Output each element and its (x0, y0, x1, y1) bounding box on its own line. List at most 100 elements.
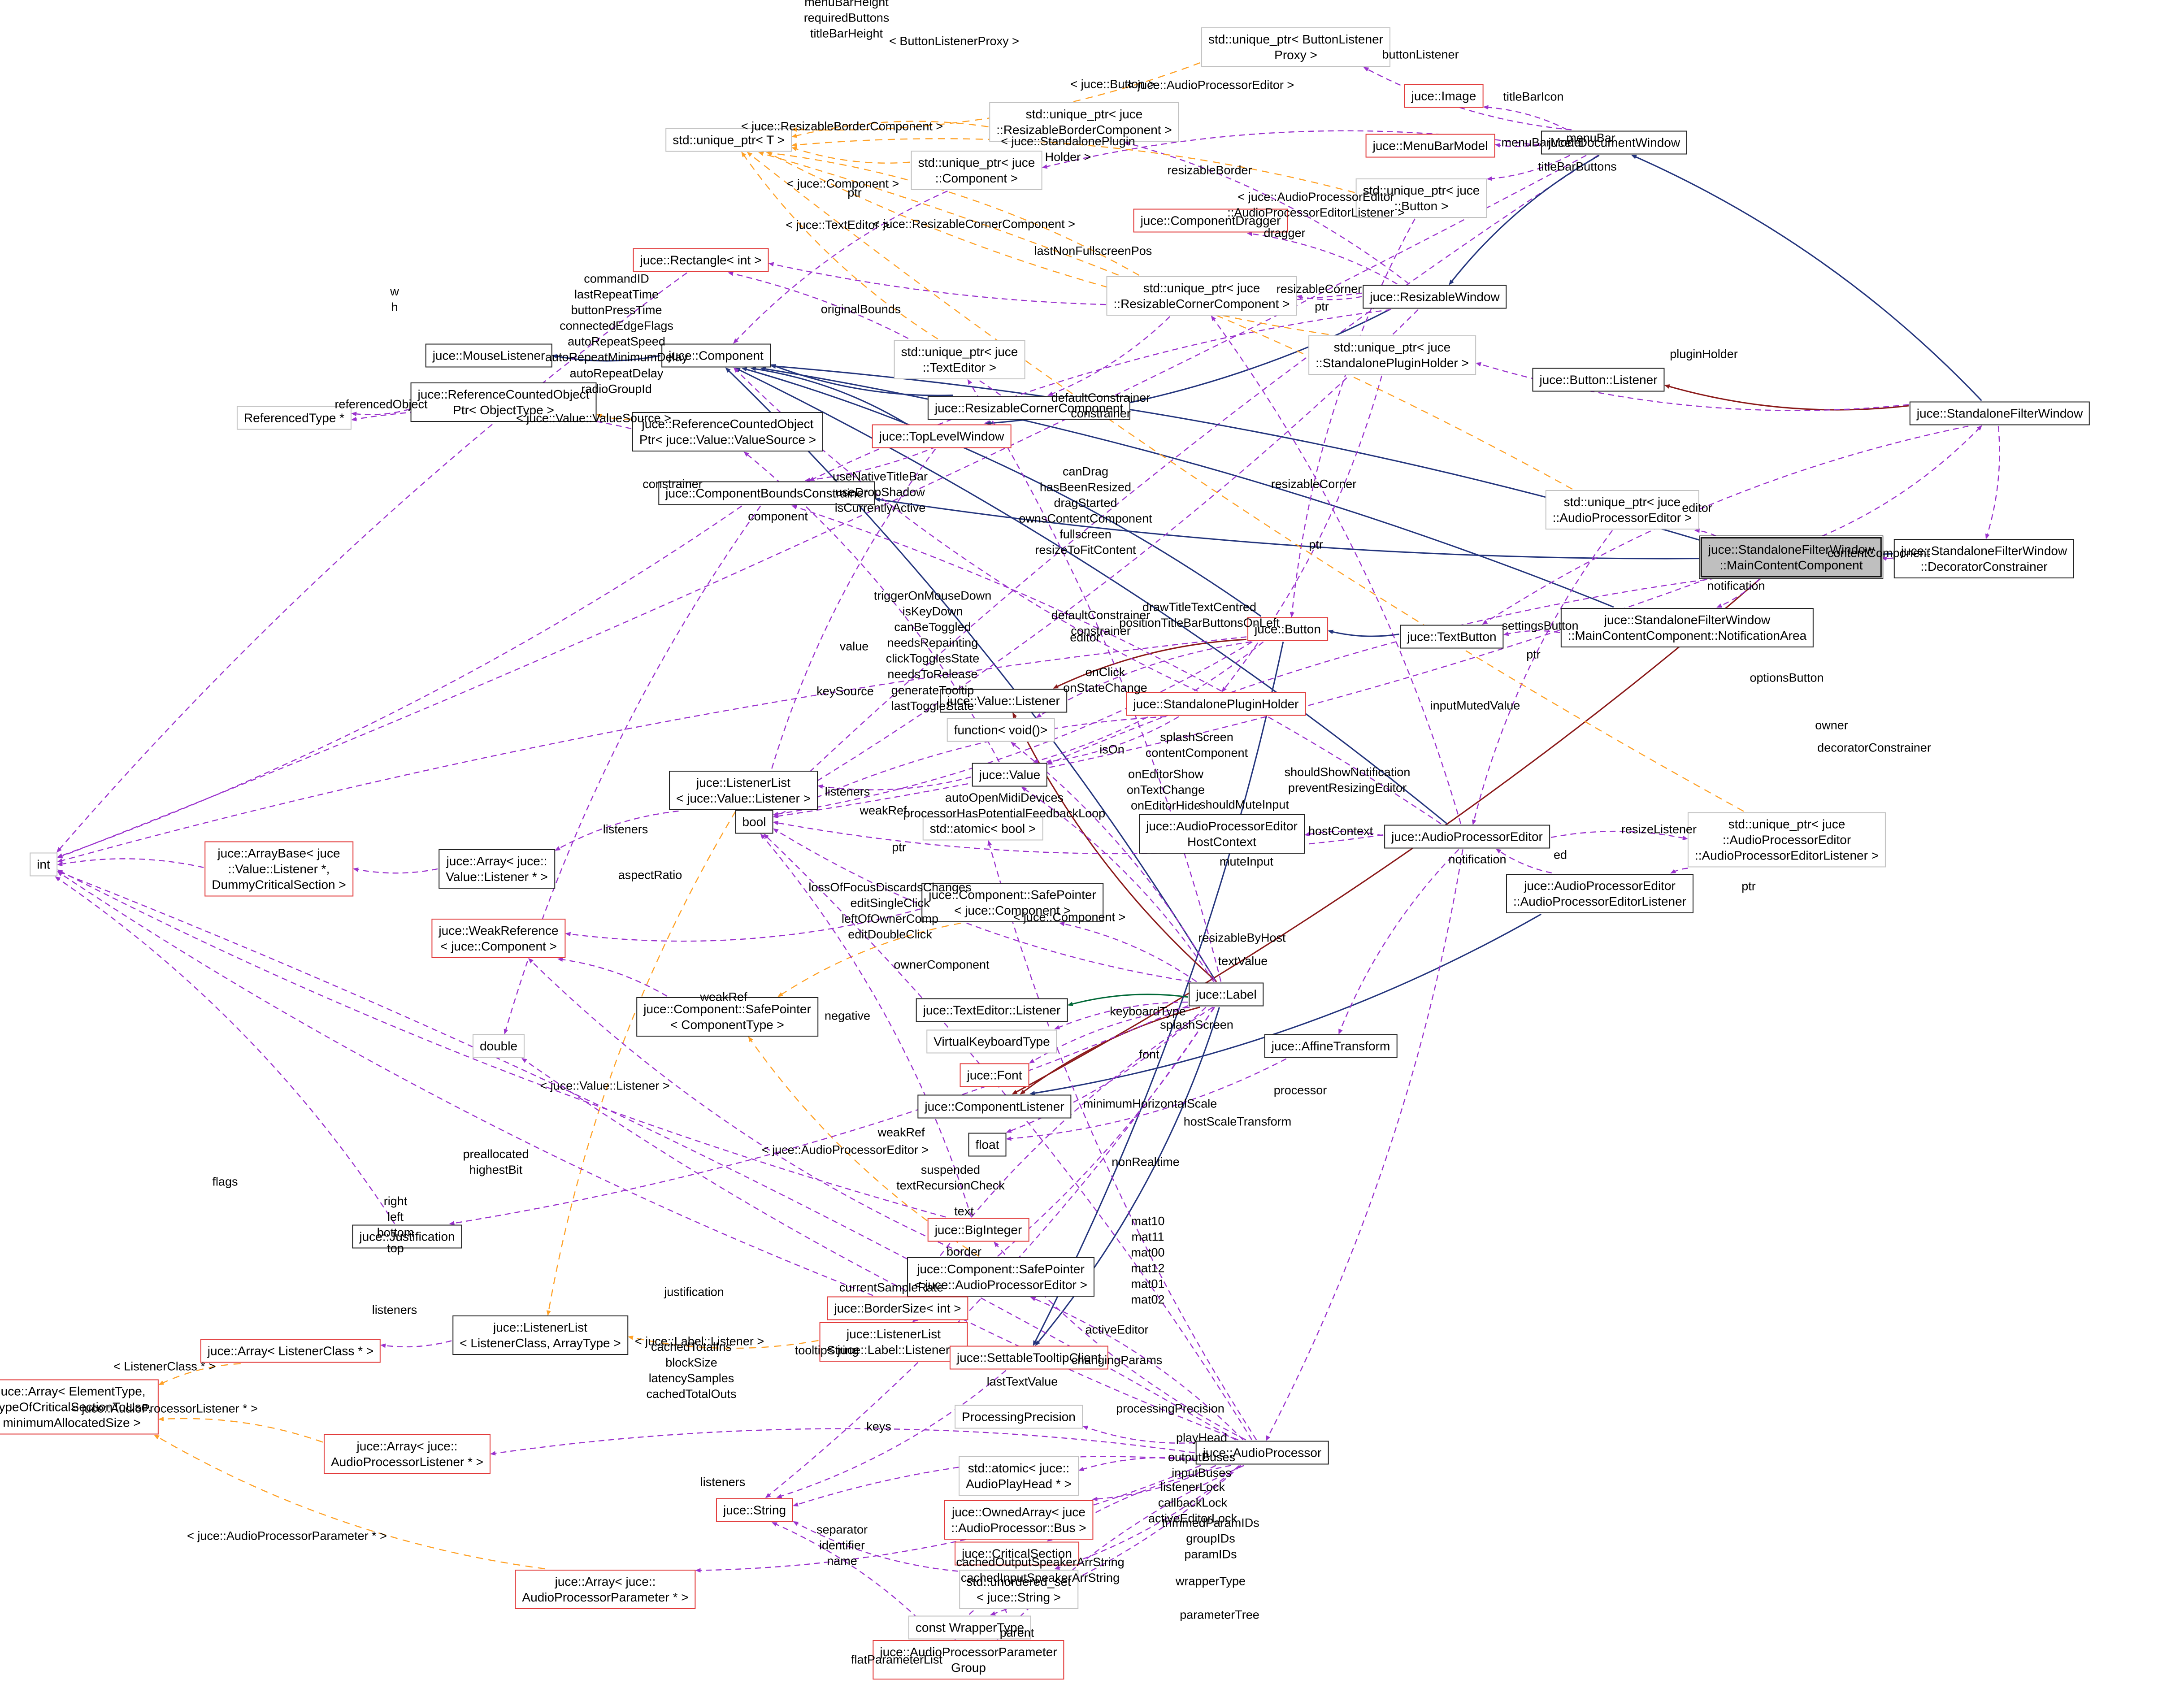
edge-label-to-justification (449, 1005, 1188, 1226)
node-lllc[interactable]: juce::ListenerList < ListenerClass, Arra… (452, 1315, 628, 1355)
node-compdragger[interactable]: juce::ComponentDragger (1133, 208, 1288, 233)
node-arrayAPP[interactable]: juce::Array< juce:: AudioProcessorParame… (515, 1570, 696, 1609)
node-uptrAPE[interactable]: std::unique_ptr< juce ::AudioProcessorEd… (1545, 490, 1699, 530)
node-arrayapl[interactable]: juce::Array< juce:: AudioProcessorListen… (323, 1434, 491, 1474)
edge-affine-to-floatnode (1006, 1058, 1287, 1141)
node-maincontent[interactable]: juce::StandaloneFilterWindow ::MainConte… (1700, 537, 1882, 577)
node-uptrComp[interactable]: std::unique_ptr< juce ::Component > (911, 151, 1042, 190)
node-weakref[interactable]: juce::WeakReference < juce::Component > (431, 919, 566, 958)
node-complistener[interactable]: juce::ComponentListener (917, 1094, 1072, 1119)
node-doublenode[interactable]: double (472, 1034, 525, 1058)
edge-label-to-tel (1067, 994, 1188, 1006)
node-bigint[interactable]: juce::BigInteger (927, 1218, 1029, 1242)
edge-audioproc-to-bigint (994, 1241, 1246, 1441)
node-font[interactable]: juce::Font (960, 1063, 1029, 1087)
edge-spape-to-weakref (528, 958, 971, 1257)
node-uptrRCC[interactable]: std::unique_ptr< juce ::ResizableCornerC… (1106, 276, 1297, 316)
edge-label-to-llll (912, 1007, 1215, 1322)
edge-llvl-to-arrayvl (555, 810, 679, 851)
node-uptrRBC[interactable]: std::unique_ptr< juce ::ResizableBorderC… (989, 102, 1179, 142)
node-uptrT[interactable]: std::unique_ptr< T > (665, 128, 792, 152)
edge-tlw-to-boolnode (759, 448, 936, 811)
node-rectint[interactable]: juce::Rectangle< int > (633, 248, 769, 272)
node-affine[interactable]: juce::AffineTransform (1264, 1034, 1398, 1058)
node-pp[interactable]: ProcessingPrecision (955, 1405, 1083, 1429)
node-refType[interactable]: ReferencedType * (236, 406, 352, 430)
edge-audioproc-to-doublenode (521, 1058, 1238, 1441)
node-refptrObj[interactable]: juce::ReferenceCountedObject Ptr< Object… (410, 382, 597, 422)
node-funcvoid[interactable]: function< void()> (947, 718, 1055, 742)
node-apel[interactable]: juce::AudioProcessorEditor ::AudioProces… (1506, 874, 1693, 913)
node-critsec[interactable]: juce::CriticalSection (955, 1541, 1079, 1566)
node-ownedbus[interactable]: juce::OwnedArray< juce ::AudioProcessor:… (944, 1500, 1094, 1540)
node-btnlistener[interactable]: juce::Button::Listener (1532, 368, 1665, 392)
node-uptrAPEL[interactable]: std::unique_ptr< juce ::AudioProcessorEd… (1687, 812, 1886, 868)
edge-value-to-refptrVS (743, 451, 1000, 763)
edge-audioproc-to-intnode (57, 871, 1236, 1441)
node-intnode[interactable]: int (30, 852, 57, 877)
node-notifarea[interactable]: juce::StandaloneFilterWindow ::MainConte… (1560, 608, 1814, 647)
node-audioproc[interactable]: juce::AudioProcessor (1195, 1441, 1329, 1465)
node-uptrButton[interactable]: std::unique_ptr< juce ::Button > (1355, 178, 1487, 218)
node-uptrTE[interactable]: std::unique_ptr< juce ::TextEditor > (894, 340, 1025, 379)
node-tel[interactable]: juce::TextEditor::Listener (916, 998, 1068, 1022)
node-vkt[interactable]: VirtualKeyboardType (926, 1029, 1057, 1054)
node-valuelistener[interactable]: juce::Value::Listener (940, 689, 1067, 713)
node-label[interactable]: juce::Label (1189, 982, 1264, 1007)
edge-spcomp-to-weakref (565, 908, 921, 942)
node-arraybase[interactable]: juce::ArrayBase< juce ::Value::Listener … (204, 841, 353, 897)
node-image[interactable]: juce::Image (1404, 84, 1484, 108)
node-floatnode[interactable]: float (968, 1133, 1007, 1157)
node-tlw[interactable]: juce::TopLevelWindow (872, 424, 1012, 448)
node-constwt[interactable]: const WrapperType (908, 1615, 1032, 1640)
node-component[interactable]: juce::Component (661, 343, 771, 368)
node-atomicbool[interactable]: std::atomic< bool > (922, 816, 1043, 841)
edge-ape-to-component (734, 368, 1448, 825)
node-llvl[interactable]: juce::ListenerList < juce::Value::Listen… (669, 771, 818, 810)
node-bordersize[interactable]: juce::BorderSize< int > (827, 1296, 968, 1320)
node-apehc[interactable]: juce::AudioProcessorEditor HostContext (1139, 814, 1305, 854)
edge-docwin-to-image (1483, 105, 1568, 130)
node-boolnode[interactable]: bool (735, 810, 773, 834)
edge-button-to-intnode (57, 636, 1247, 863)
node-mouselistener[interactable]: juce::MouseListener (425, 343, 552, 368)
node-uptrSPH[interactable]: std::unique_ptr< juce ::StandalonePlugin… (1308, 335, 1476, 375)
edge-docwin-to-uptrButton (1486, 155, 1570, 181)
node-refptrVS[interactable]: juce::ReferenceCountedObject Ptr< juce::… (632, 412, 824, 451)
node-textbutton[interactable]: juce::TextButton (1400, 625, 1504, 649)
node-value[interactable]: juce::Value (972, 763, 1048, 787)
node-cbc[interactable]: juce::ComponentBoundsConstrainer (658, 481, 875, 505)
node-pluginholder[interactable]: juce::StandalonePluginHolder (1126, 692, 1306, 716)
edge-llll-to-lllc (628, 1335, 819, 1349)
node-menubarmodel[interactable]: juce::MenuBarModel (1365, 134, 1495, 158)
node-button[interactable]: juce::Button (1247, 617, 1328, 641)
node-arraylc[interactable]: juce::Array< ListenerClass * > (200, 1339, 381, 1363)
node-arrayet[interactable]: juce::Array< ElementType, TypeOfCritical… (0, 1379, 159, 1435)
node-stc[interactable]: juce::SettableTooltipClient (949, 1345, 1109, 1370)
edge-button-to-valuelistener (1053, 638, 1247, 689)
node-appg[interactable]: juce::AudioProcessorParameter Group (873, 1640, 1064, 1680)
node-standaloneFW[interactable]: juce::StandaloneFilterWindow (1909, 401, 2090, 425)
node-decorator[interactable]: juce::StandaloneFilterWindow ::Decorator… (1893, 539, 2075, 578)
edge-maincontent-to-value (1047, 577, 1716, 765)
node-arrayvl[interactable]: juce::Array< juce:: Value::Listener * > (439, 849, 555, 889)
edge-button-to-component (741, 367, 1262, 617)
edge-refptrVS-to-refptrObj (596, 413, 632, 420)
node-llll[interactable]: juce::ListenerList < juce::Label::Listen… (819, 1322, 968, 1362)
node-justification[interactable]: juce::Justification (352, 1224, 462, 1249)
node-unordset[interactable]: std::unordered_set < juce::String > (959, 1570, 1078, 1609)
node-rccomp[interactable]: juce::ResizableCornerComponent (927, 396, 1131, 420)
edge-notifarea-to-textbutton (1503, 630, 1560, 636)
node-uptrBLP[interactable]: std::unique_ptr< ButtonListener Proxy > (1201, 27, 1390, 67)
node-atomicph[interactable]: std::atomic< juce:: AudioPlayHead * > (959, 1456, 1079, 1496)
node-ape[interactable]: juce::AudioProcessorEditor (1384, 825, 1550, 849)
node-docwin[interactable]: juce::DocumentWindow (1541, 130, 1688, 155)
edge-uptrSPH-to-uptrT (767, 152, 1329, 335)
node-spape[interactable]: juce::Component::SafePointer < juce::Aud… (907, 1257, 1094, 1297)
node-stringnode[interactable]: juce::String (716, 1498, 794, 1522)
edge-audioproc-to-pp (1082, 1425, 1195, 1444)
edge-arraylc-to-arrayet (158, 1363, 241, 1385)
node-spct[interactable]: juce::Component::SafePointer < Component… (636, 997, 818, 1037)
node-reswin[interactable]: juce::ResizableWindow (1363, 285, 1507, 309)
node-spcomp[interactable]: juce::Component::SafePointer < juce::Com… (921, 883, 1103, 922)
